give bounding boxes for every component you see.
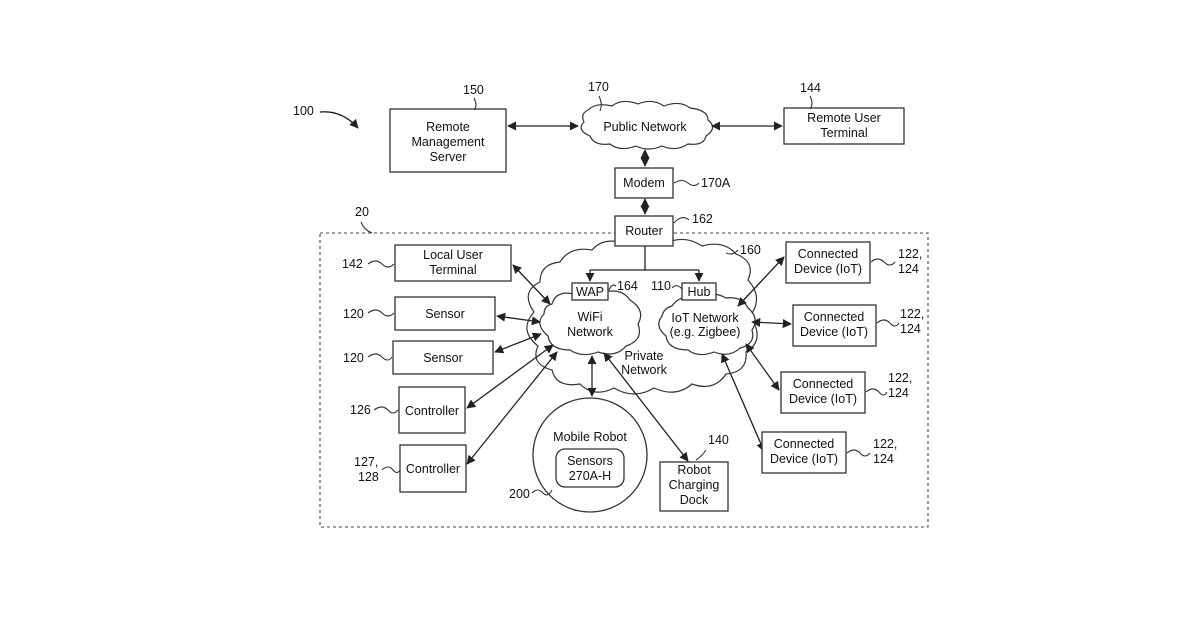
local-user-terminal-line-2: Terminal xyxy=(429,263,476,277)
ref-connected-device-3-line-1: 122, xyxy=(888,371,912,385)
ref-router-leader xyxy=(674,218,689,223)
sensor-1-label: Sensor xyxy=(425,307,465,321)
ref-connected-device-2-line-1: 122, xyxy=(900,307,924,321)
ref-private-network: 160 xyxy=(740,243,761,257)
remote-user-terminal-line-1: Remote User xyxy=(807,111,881,125)
connected-device-3-line-2: Device (IoT) xyxy=(789,392,857,406)
robot-sensors-line-2: 270A-H xyxy=(569,469,611,483)
ref-mobile-robot: 200 xyxy=(509,487,530,501)
connected-device-node-2: Connected Device (IoT) xyxy=(793,305,876,346)
ref-sensor-2: 120 xyxy=(343,351,364,365)
ref-controller-2-line-2: 128 xyxy=(358,470,379,484)
ref-remote-user-terminal: 144 xyxy=(800,81,821,95)
ref-public-network: 170 xyxy=(588,80,609,94)
ref-sensor-1: 120 xyxy=(343,307,364,321)
router-node: Router xyxy=(615,216,673,246)
remote-management-server-node: Remote Management Server xyxy=(390,109,506,172)
ref-modem: 170A xyxy=(701,176,731,190)
connected-device-node-1: Connected Device (IoT) xyxy=(786,242,870,283)
ref-sensor-1-leader xyxy=(368,310,394,316)
ref-connected-device-3-leader xyxy=(866,389,887,395)
ref-connected-device-4-line-1: 122, xyxy=(873,437,897,451)
sensor-node-2: Sensor xyxy=(393,341,493,374)
mobile-robot-node: Mobile Robot Sensors 270A-H xyxy=(533,398,647,512)
remote-management-server-line-3: Server xyxy=(430,150,467,164)
modem-label: Modem xyxy=(623,176,665,190)
connected-device-node-3: Connected Device (IoT) xyxy=(781,372,865,413)
system-pointer-arrow xyxy=(320,112,358,128)
connected-device-3-line-1: Connected xyxy=(793,377,854,391)
mobile-robot-label: Mobile Robot xyxy=(553,430,627,444)
controller-2-label: Controller xyxy=(406,462,460,476)
iot-network-line-2: (e.g. Zigbee) xyxy=(670,325,741,339)
ref-robot-charging-dock-leader xyxy=(696,450,706,460)
ref-system: 100 xyxy=(293,104,314,118)
ref-environment: 20 xyxy=(355,205,369,219)
wifi-network-line-2: Network xyxy=(567,325,614,339)
ref-local-user-terminal-leader xyxy=(368,261,394,267)
local-user-terminal-line-1: Local User xyxy=(423,248,483,262)
remote-management-server-line-2: Management xyxy=(412,135,485,149)
hub-node: Hub xyxy=(682,283,716,300)
robot-sensors-line-1: Sensors xyxy=(567,454,613,468)
wap-label: WAP xyxy=(576,285,604,299)
robot-charging-dock-line-3: Dock xyxy=(680,493,709,507)
ref-remote-user-terminal-leader xyxy=(810,96,812,109)
remote-user-terminal-line-2: Terminal xyxy=(820,126,867,140)
private-network-line-1: Private xyxy=(625,349,664,363)
ref-connected-device-4-leader xyxy=(847,450,870,456)
public-network-label: Public Network xyxy=(603,120,687,134)
ref-connected-device-4-line-2: 124 xyxy=(873,452,894,466)
ref-sensor-2-leader xyxy=(368,354,392,360)
remote-management-server-line-1: Remote xyxy=(426,120,470,134)
robot-charging-dock-node: Robot Charging Dock xyxy=(660,462,728,511)
ref-connected-device-3-line-2: 124 xyxy=(888,386,909,400)
connected-device-4-line-1: Connected xyxy=(774,437,835,451)
robot-charging-dock-line-1: Robot xyxy=(677,463,711,477)
iot-network-line-1: IoT Network xyxy=(671,311,739,325)
ref-wap: 164 xyxy=(617,279,638,293)
sensor-node-1: Sensor xyxy=(395,297,495,330)
controller-node-2: Controller xyxy=(400,445,466,492)
connected-device-node-4: Connected Device (IoT) xyxy=(762,432,846,473)
ref-modem-leader xyxy=(674,181,699,186)
ref-controller-2-leader xyxy=(382,467,400,473)
ref-connected-device-1-line-2: 124 xyxy=(898,262,919,276)
connected-device-1-line-1: Connected xyxy=(798,247,859,261)
ref-controller-2-line-1: 127, xyxy=(354,455,378,469)
ref-local-user-terminal: 142 xyxy=(342,257,363,271)
router-label: Router xyxy=(625,224,663,238)
wap-node: WAP xyxy=(572,283,608,300)
remote-user-terminal-node: Remote User Terminal xyxy=(784,108,904,144)
sensor-2-label: Sensor xyxy=(423,351,463,365)
ref-robot-charging-dock: 140 xyxy=(708,433,729,447)
ref-hub: 110 xyxy=(651,279,671,293)
ref-connected-device-2-leader xyxy=(877,320,899,326)
ref-remote-management-server-leader xyxy=(474,98,476,110)
local-user-terminal-node: Local User Terminal xyxy=(395,245,511,281)
hub-label: Hub xyxy=(688,285,711,299)
private-network-line-2: Network xyxy=(621,363,668,377)
link-iot-device3 xyxy=(746,344,779,390)
connected-device-4-line-2: Device (IoT) xyxy=(770,452,838,466)
ref-controller-1-leader xyxy=(374,407,398,413)
ref-router: 162 xyxy=(692,212,713,226)
link-iot-device2 xyxy=(752,322,791,324)
connected-device-2-line-2: Device (IoT) xyxy=(800,325,868,339)
robot-charging-dock-line-2: Charging xyxy=(669,478,720,492)
connected-device-2-line-1: Connected xyxy=(804,310,865,324)
ref-connected-device-1-line-1: 122, xyxy=(898,247,922,261)
wifi-network-line-1: WiFi xyxy=(578,310,603,324)
ref-controller-1: 126 xyxy=(350,403,371,417)
modem-node: Modem xyxy=(615,168,673,198)
ref-connected-device-1-leader xyxy=(871,259,895,265)
controller-1-label: Controller xyxy=(405,404,459,418)
connected-device-1-line-2: Device (IoT) xyxy=(794,262,862,276)
controller-node-1: Controller xyxy=(399,387,465,433)
ref-connected-device-2-line-2: 124 xyxy=(900,322,921,336)
ref-remote-management-server: 150 xyxy=(463,83,484,97)
ref-environment-leader xyxy=(361,222,372,233)
